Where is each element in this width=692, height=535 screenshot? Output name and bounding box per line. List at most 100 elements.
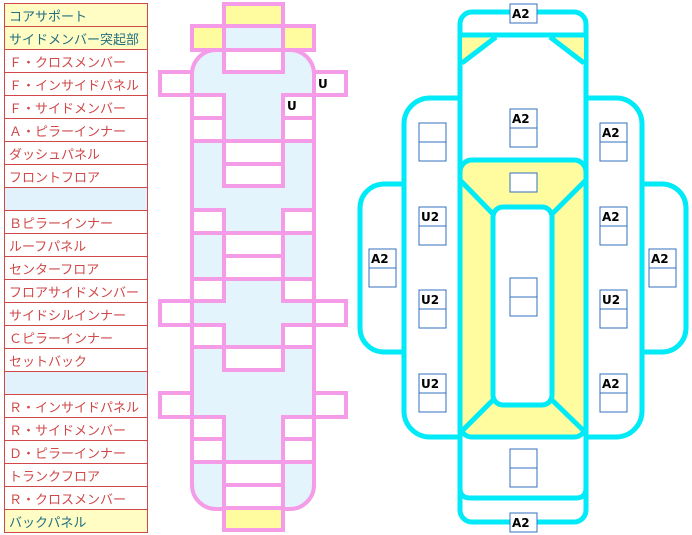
grade-cell[interactable] (509, 277, 538, 298)
grade-box-left-mid[interactable]: U2 (418, 289, 447, 329)
center-floor[interactable] (222, 254, 285, 281)
parts-list-item[interactable]: バックパネル (4, 509, 148, 533)
grade-box-right-lower[interactable]: A2 (599, 373, 628, 413)
a-pillar-inner-right[interactable] (281, 116, 316, 143)
grade-cell[interactable] (509, 512, 538, 533)
grade-box-center-top[interactable] (509, 172, 538, 193)
r-inside-panel-left[interactable] (158, 391, 194, 419)
grade-box-right-outer[interactable]: A2 (648, 248, 677, 288)
parts-list-row[interactable]: Ａ・ピラーインナー (4, 118, 148, 142)
parts-list-row[interactable]: Ｒ・クロスメンバー (4, 486, 148, 510)
grade-box-right-mid[interactable]: U2 (599, 289, 628, 329)
floor-side-member-right[interactable] (281, 277, 316, 303)
grade-cell[interactable] (368, 267, 397, 288)
c-pillar-inner-left[interactable] (190, 323, 226, 349)
grade-box-rear-center[interactable] (509, 448, 538, 488)
back-panel[interactable] (222, 506, 285, 532)
side-member-protrusion-right[interactable] (281, 24, 316, 52)
grade-cell[interactable] (509, 296, 538, 317)
grade-cell[interactable] (509, 127, 538, 148)
parts-list-row[interactable]: フロアサイドメンバー (4, 279, 148, 303)
grade-label: U2 (421, 377, 439, 391)
grade-cell[interactable] (599, 392, 628, 413)
grade-box-bottom[interactable]: A2 (509, 512, 538, 533)
parts-list-item[interactable]: セットバック (4, 348, 148, 372)
trunk-outline (457, 437, 589, 501)
grade-cell[interactable] (418, 225, 447, 246)
parts-list-item[interactable]: コアサポート (4, 3, 148, 27)
parts-list-item[interactable]: Ａ・ピラーインナー (4, 118, 148, 142)
side-sill-inner-left[interactable] (158, 299, 194, 327)
parts-list-item[interactable]: Ｆ・インサイドパネル (4, 72, 148, 96)
grade-box-left-lower[interactable]: U2 (418, 373, 447, 413)
grade-cell[interactable] (599, 308, 628, 329)
grade-cell[interactable] (599, 225, 628, 246)
a-pillar-inner-left[interactable] (190, 116, 226, 143)
f-cross-member[interactable] (222, 48, 285, 74)
grade-cell[interactable] (418, 141, 447, 162)
grade-cell[interactable] (418, 122, 447, 143)
grade-label: A2 (602, 126, 620, 140)
parts-list-item[interactable]: Ｄ・ピラーインナー (4, 440, 148, 464)
grade-box-right-upper[interactable]: A2 (599, 206, 628, 246)
grade-cell[interactable] (509, 3, 538, 24)
grade-cell[interactable] (509, 448, 538, 469)
parts-list-item[interactable]: Ｂピラーインナー (4, 210, 148, 234)
f-inside-panel-right[interactable] (312, 70, 348, 97)
grade-cell[interactable] (599, 141, 628, 162)
parts-list-item[interactable]: フロアサイドメンバー (4, 279, 148, 303)
cabin-diag (550, 398, 588, 435)
grade-label: U2 (421, 293, 439, 307)
cabin-diag (550, 178, 588, 216)
grade-cell[interactable] (509, 172, 538, 193)
parts-list-item[interactable]: トランクフロア (4, 463, 148, 487)
floor-side-member-left[interactable] (190, 277, 226, 303)
d-pillar-inner-left[interactable] (190, 437, 226, 464)
grade-box-front-center[interactable]: A2 (509, 108, 538, 148)
grade-box-left-upper[interactable]: U2 (418, 206, 447, 246)
parts-list-row[interactable]: ダッシュパネル (4, 141, 148, 165)
parts-list-row[interactable]: トランクフロア (4, 463, 148, 487)
parts-list-row[interactable]: Ｄ・ピラーインナー (4, 440, 148, 464)
parts-list-item[interactable]: サイドシルインナー (4, 302, 148, 326)
grade-cell[interactable] (418, 308, 447, 329)
r-inside-panel-right[interactable] (312, 391, 348, 419)
parts-list-row[interactable]: バックパネル (4, 509, 148, 533)
grade-box-center-mid[interactable] (509, 277, 538, 317)
grade-box-left-outer[interactable]: A2 (368, 248, 397, 288)
grade-cell[interactable] (648, 267, 677, 288)
parts-list-row[interactable]: Ｆ・インサイドパネル (4, 72, 148, 96)
parts-list-item[interactable]: Ｒ・クロスメンバー (4, 486, 148, 510)
f-inside-panel-left[interactable] (158, 70, 194, 97)
parts-list-row[interactable]: Ｆ・サイドメンバー (4, 95, 148, 119)
grade-cell[interactable] (509, 467, 538, 488)
grade-label: A2 (512, 7, 530, 21)
parts-list-item[interactable] (4, 371, 148, 395)
parts-list-row[interactable]: セットバック (4, 348, 148, 372)
parts-list-row[interactable]: Ｂピラーインナー (4, 210, 148, 234)
f-inside-panel-mark: U (318, 77, 328, 91)
parts-list-item[interactable]: Ｆ・サイドメンバー (4, 95, 148, 119)
parts-list-item[interactable]: ダッシュパネル (4, 141, 148, 165)
grade-label: A2 (512, 112, 530, 126)
b-pillar-inner-left[interactable] (190, 208, 226, 235)
grade-box-front-right[interactable]: A2 (599, 122, 628, 162)
grade-box-top[interactable]: A2 (509, 3, 538, 24)
side-sill-inner-right[interactable] (312, 299, 348, 327)
b-pillar-inner-right[interactable] (281, 208, 316, 235)
c-pillar-inner-right[interactable] (281, 323, 316, 349)
parts-list-item[interactable] (4, 187, 148, 211)
parts-list-row[interactable] (4, 371, 148, 395)
d-pillar-inner-right[interactable] (281, 437, 316, 464)
parts-list-row[interactable]: フロントフロア (4, 164, 148, 188)
grade-cell[interactable] (418, 392, 447, 413)
parts-list-row[interactable]: コアサポート (4, 3, 148, 27)
front-floor[interactable] (222, 162, 285, 188)
parts-list-row[interactable]: サイドシルインナー (4, 302, 148, 326)
setback[interactable] (222, 345, 285, 372)
parts-list-row[interactable] (4, 187, 148, 211)
grade-label: A2 (602, 210, 620, 224)
parts-list-item[interactable]: フロントフロア (4, 164, 148, 188)
grade-box-front-left[interactable] (418, 122, 447, 162)
